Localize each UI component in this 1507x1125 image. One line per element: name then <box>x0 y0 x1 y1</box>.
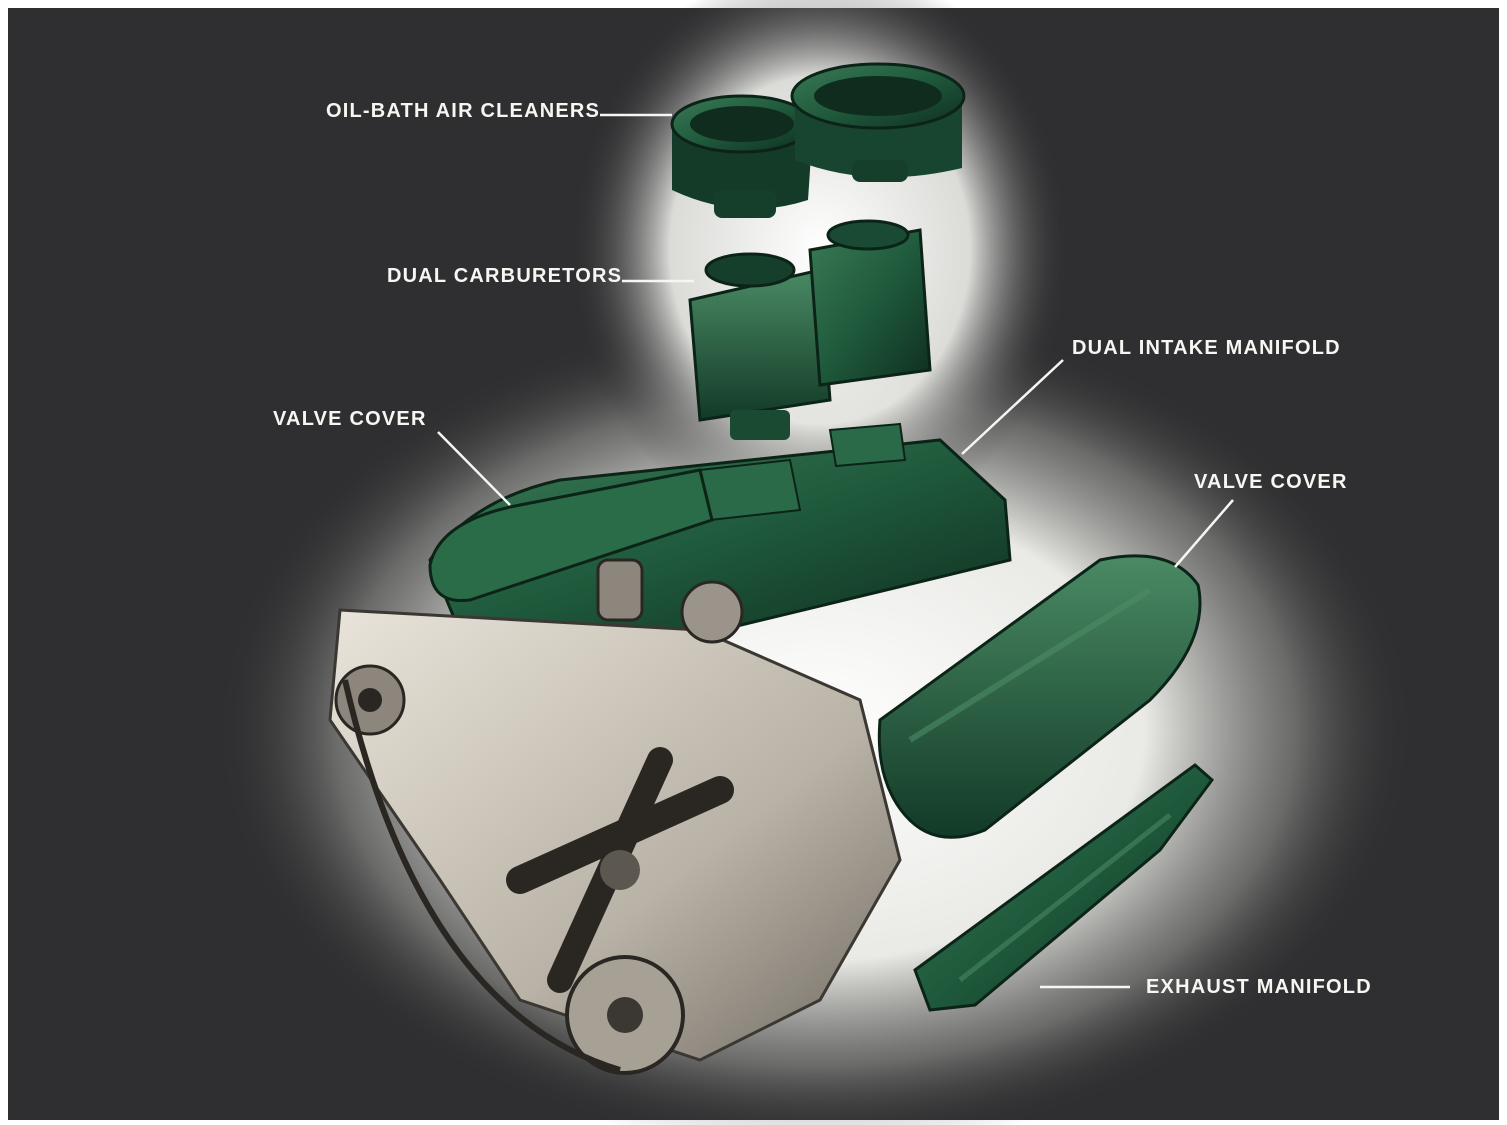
label-valve-cover-right: VALVE COVER <box>1194 471 1348 493</box>
label-intake-manifold: DUAL INTAKE MANIFOLD <box>1072 337 1341 359</box>
leader-line-intake-manifold <box>961 359 1064 455</box>
leader-line-valve-cover-left <box>437 431 511 506</box>
carburetors <box>688 219 932 440</box>
label-air-cleaners: OIL-BATH AIR CLEANERS <box>326 100 601 122</box>
leader-lines <box>437 113 1234 989</box>
label-carburetors: DUAL CARBURETORS <box>387 265 623 287</box>
label-valve-cover-left: VALVE COVER <box>273 408 427 430</box>
valve-cover-right <box>877 554 1202 839</box>
intake-manifold <box>428 422 1012 637</box>
air-cleaners <box>670 62 966 218</box>
exhaust-manifold <box>913 763 1215 1012</box>
engine-block <box>328 558 902 1075</box>
valve-cover-left <box>428 468 714 603</box>
label-exhaust-manifold: EXHAUST MANIFOLD <box>1146 976 1372 998</box>
leader-line-valve-cover-right <box>1174 499 1234 568</box>
